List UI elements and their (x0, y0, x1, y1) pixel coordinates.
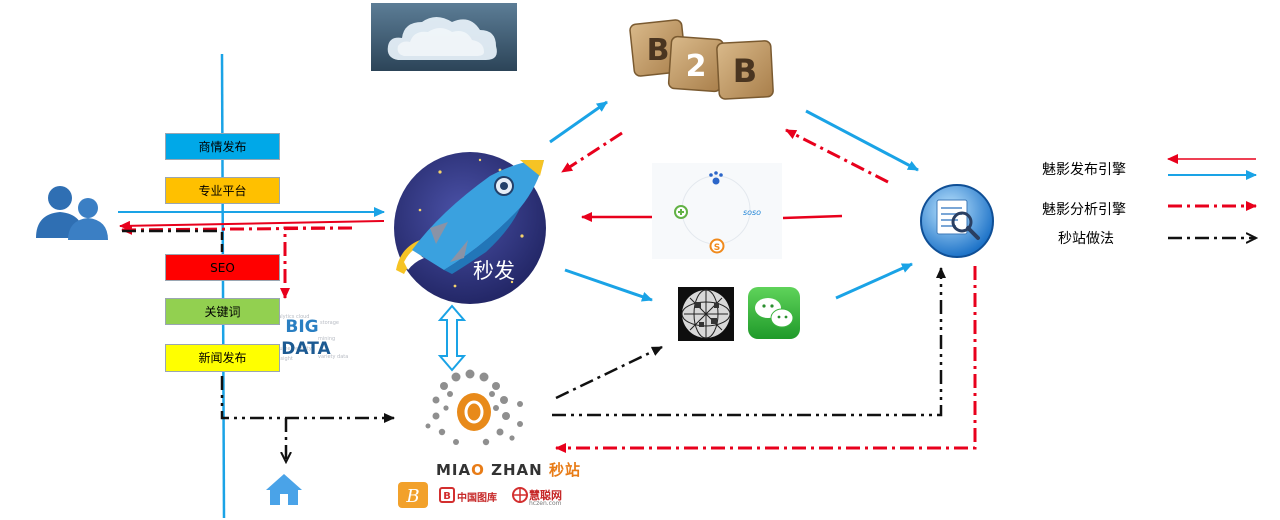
bigdata-line-2: DATA (281, 339, 331, 359)
arrow-miaozhan-to-search (552, 267, 946, 417)
partner-logo-2-text: 中国图库 (457, 493, 497, 504)
rocket-icon: 秒发 (394, 152, 546, 304)
arrow-analysis-to-bigdata (280, 226, 352, 299)
svg-text:mining: mining (318, 336, 335, 342)
legend-publish-engine: 魅影发布引擎 (1042, 162, 1126, 178)
svg-text:storage: storage (320, 320, 339, 326)
soso-label: soso (743, 208, 761, 217)
arrow-b2b-to-search (805, 109, 919, 172)
svg-text:insight: insight (276, 356, 293, 362)
miaozhan-brand-en-3: ZHAN (484, 461, 543, 479)
miaozhan-brand-en-1: MIA (436, 461, 472, 479)
pro-platform-label: 专业平台 (165, 177, 280, 204)
vertical-axis-line (220, 53, 226, 519)
svg-text:analytics cloud: analytics cloud (272, 314, 309, 320)
sogou-icon: S (709, 238, 725, 254)
svg-text:B: B (443, 491, 451, 502)
svg-text:B: B (405, 486, 419, 507)
svg-text:variety data: variety data (318, 354, 348, 360)
b2b-icon: B 2 B (629, 19, 774, 100)
miaozhan-logo (425, 369, 523, 446)
arrow-rocket-to-social (564, 268, 653, 302)
rocket-label: 秒发 (473, 259, 515, 283)
b2b-tile-2: 2 (686, 49, 707, 84)
wechat-icon (748, 287, 800, 339)
partner-logo-1: B (398, 482, 428, 508)
b2b-tile-1: B (647, 33, 670, 68)
users-icon (36, 186, 108, 240)
partner-logo-3-text: 慧聪网 (529, 489, 562, 502)
keywords-label: 关键词 (165, 298, 280, 325)
legend-analysis-engine: 魅影分析引擎 (1042, 202, 1126, 218)
bigdata-wordcloud-icon: analytics cloud storage volume velocity mi… (268, 309, 360, 365)
arrow-b2b-to-rocket (561, 131, 623, 174)
search-document-icon (920, 184, 994, 258)
info-release-label: 商情发布 (165, 133, 280, 160)
arrow-search-to-b2b (785, 128, 889, 184)
home-icon (266, 474, 302, 505)
social-globe-icon (678, 287, 734, 341)
partner-logo-2: B (439, 487, 455, 503)
partner-logo-3 (512, 487, 528, 503)
arrow-miaozhan-to-social (555, 345, 663, 400)
cloud-icon (371, 3, 517, 71)
arrow-axis-to-miaozhan (220, 376, 395, 423)
seo-label: SEO (165, 254, 280, 281)
miaozhan-brand: MIAO ZHAN 秒站 (436, 459, 581, 480)
arrow-rocket-to-users-red (119, 220, 385, 231)
svg-text:S: S (714, 243, 720, 253)
b2b-tile-3: B (733, 52, 757, 90)
arrow-search-to-miaozhan (555, 266, 977, 453)
partner-logo-3-sub: hczen.com (529, 500, 562, 507)
line-search-to-engines (782, 214, 843, 220)
svg-text:volume velocity: volume velocity (272, 346, 312, 352)
baidu-paw-icon (709, 171, 723, 185)
arrow-rocket-to-b2b (549, 100, 608, 144)
plus-engine-icon (674, 205, 688, 219)
miaozhan-brand-en-2: O (471, 461, 485, 479)
arrow-social-to-search (835, 262, 913, 300)
search-engines-panel: soso S (652, 163, 782, 259)
legend-miaozhan-method: 秒站做法 (1058, 231, 1114, 247)
bigdata-line-1: BIG (285, 317, 318, 337)
news-release-label: 新闻发布 (165, 344, 280, 372)
double-arrow-rocket-miaozhan (437, 304, 467, 372)
miaozhan-brand-cn: 秒站 (548, 461, 581, 479)
